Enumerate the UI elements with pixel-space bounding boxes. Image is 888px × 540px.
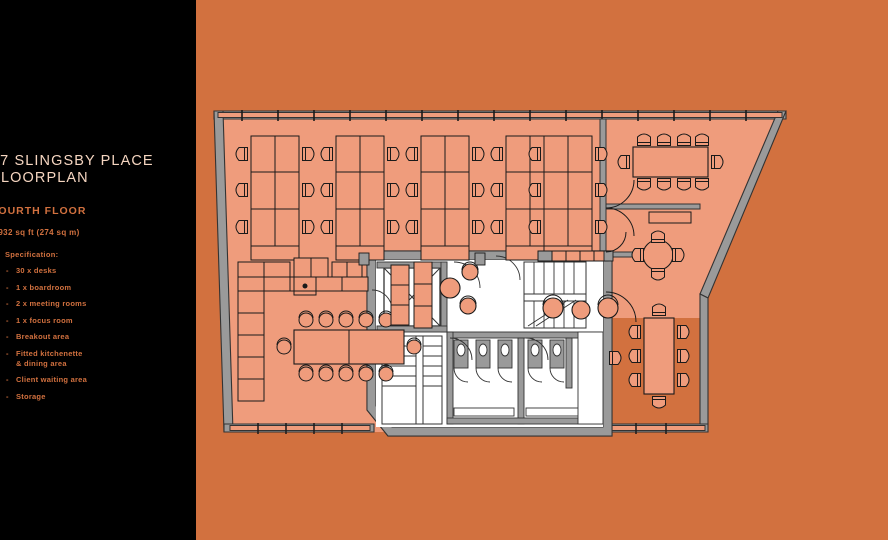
vanity-left	[453, 407, 515, 417]
riser-duct	[577, 331, 604, 425]
meeting-room-table	[643, 317, 675, 395]
mullion-ticks-top	[241, 110, 747, 121]
desk-bank-1	[236, 135, 314, 261]
specification-item: Client waiting area	[5, 375, 195, 385]
window-mullions-bottom-left	[229, 425, 371, 431]
waiting-chair	[610, 352, 622, 365]
window-mullions-right	[608, 425, 706, 431]
floor-label: FOURTH FLOOR	[0, 205, 87, 217]
breakout-area	[439, 261, 619, 320]
page-title: 17 SLINGSBY PLACE FLOORPLAN	[0, 153, 196, 187]
mullion-ticks-right	[635, 423, 667, 434]
dining-area	[276, 310, 422, 382]
specification-item: 1 x focus room	[5, 316, 195, 326]
specification-item: 1 x boardroom	[5, 283, 195, 293]
window-mullions-top	[217, 112, 783, 118]
boardroom	[618, 134, 723, 191]
office-door-swings	[605, 179, 637, 323]
specification-item: 30 x desks	[5, 266, 195, 276]
meeting-room-lower	[629, 304, 689, 409]
specification-block: Specification: 30 x desks 1 x boardroom 2 …	[5, 250, 195, 408]
desk-bank-2	[321, 135, 399, 261]
specification-list: 30 x desks 1 x boardroom 2 x meeting rooms…	[5, 266, 195, 402]
area-label: 2,932 sq ft (274 sq m)	[0, 228, 80, 237]
focus-room-credenza	[648, 211, 692, 224]
mullion-ticks-bottom	[257, 423, 343, 434]
storage-units	[390, 250, 609, 329]
plan-panel	[196, 0, 888, 540]
wc-cubicles-right	[527, 339, 565, 383]
specification-item: Breakout area	[5, 332, 195, 342]
structural-columns	[358, 250, 614, 266]
boardroom-table	[632, 146, 709, 178]
specification-heading: Specification:	[5, 250, 59, 259]
title-line-1: 17 SLINGSBY PLACE	[0, 153, 154, 169]
specification-item: 2 x meeting rooms	[5, 299, 195, 309]
desk-bank-3	[406, 135, 484, 261]
kitchenette	[237, 257, 369, 402]
specification-item: Storage	[5, 392, 195, 402]
floorplan-drawing	[213, 110, 787, 437]
vanity-right	[525, 407, 587, 417]
specification-item: Fitted kitchenette & dining area	[5, 349, 195, 369]
focus-room	[632, 211, 692, 281]
focus-room-table	[642, 239, 674, 271]
wc-cubicles-left	[453, 339, 513, 383]
title-line-2: FLOORPLAN	[0, 170, 89, 186]
info-panel: 17 SLINGSBY PLACE FLOORPLAN FOURTH FLOOR…	[0, 0, 196, 540]
